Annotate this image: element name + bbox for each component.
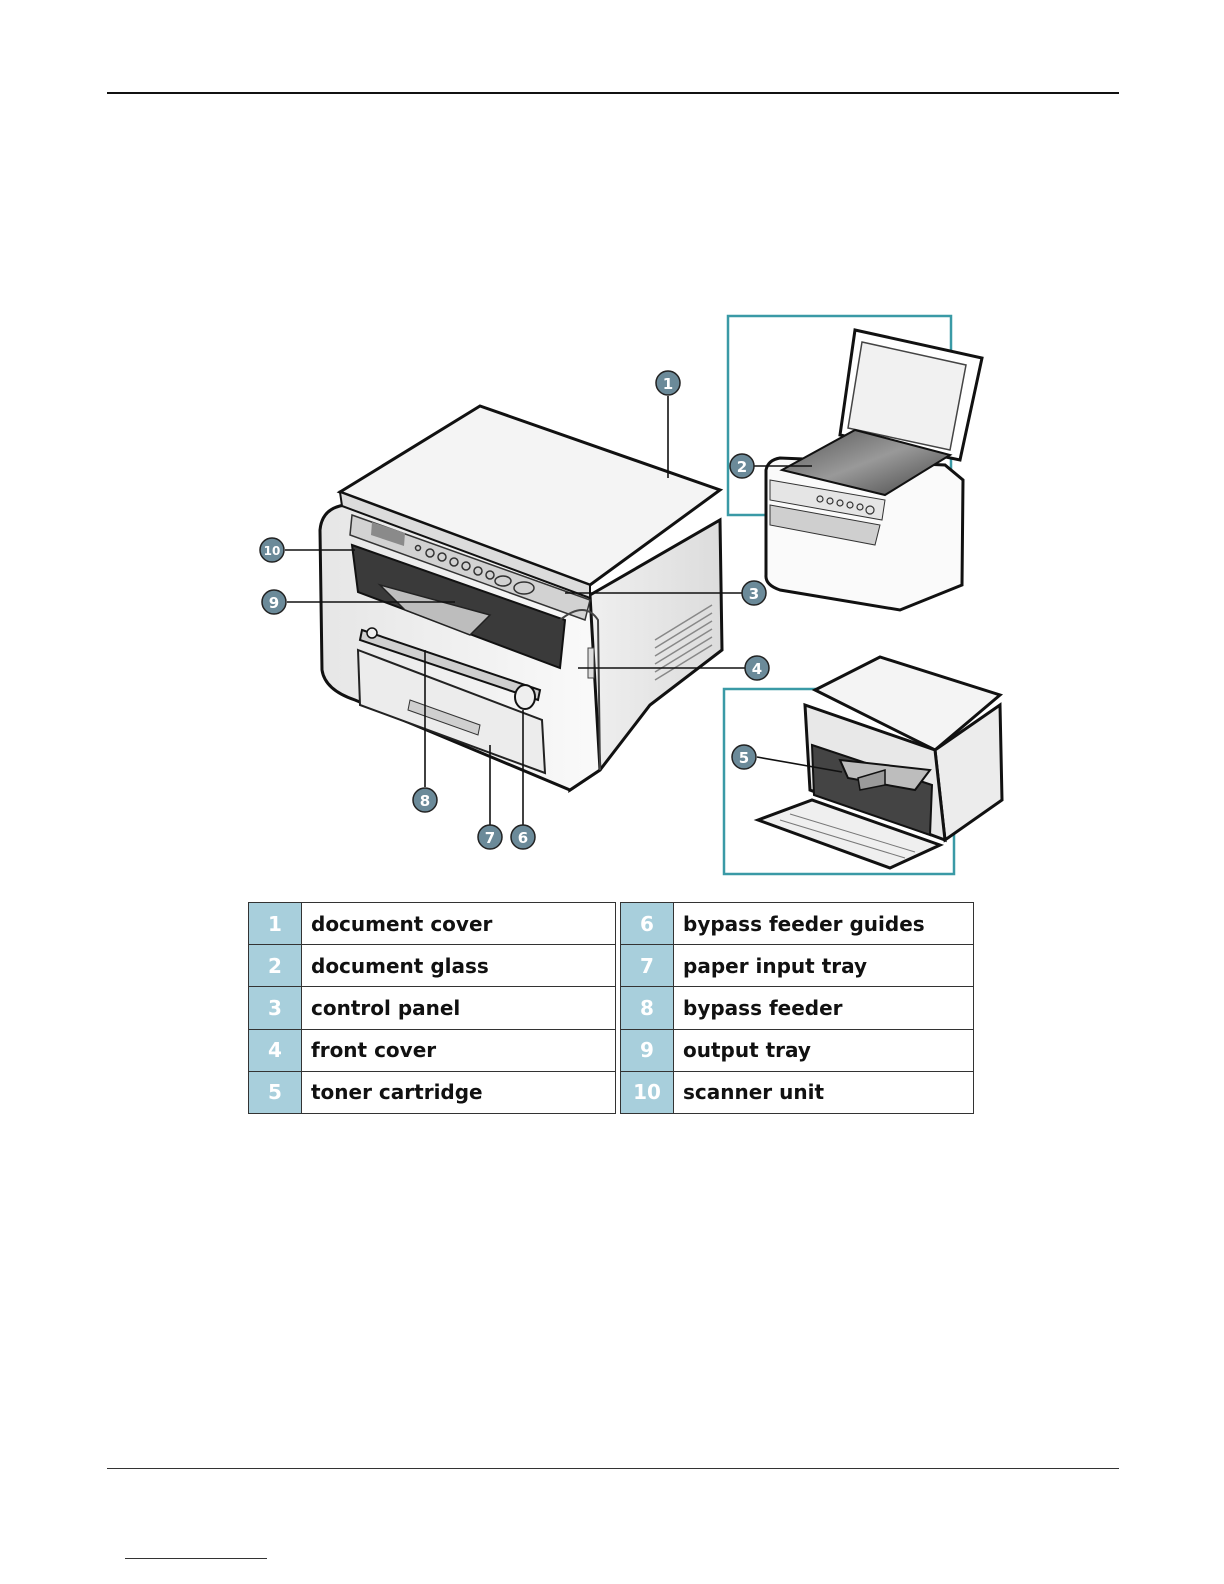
callout-10: 10 xyxy=(260,538,284,562)
table-row: 1 document cover 6 bypass feeder guides xyxy=(249,903,974,945)
part-label: document glass xyxy=(302,945,616,987)
callout-1: 1 xyxy=(656,371,680,395)
callout-4: 4 xyxy=(745,656,769,680)
printer-illustration: 1 2 3 4 5 6 7 8 9 10 xyxy=(240,300,1020,890)
part-number: 5 xyxy=(249,1071,302,1113)
svg-text:2: 2 xyxy=(737,458,747,476)
table-row: 5 toner cartridge 10 scanner unit xyxy=(249,1071,974,1113)
svg-text:6: 6 xyxy=(518,829,528,847)
inset-front-open xyxy=(724,657,1002,874)
part-label: toner cartridge xyxy=(302,1071,616,1113)
svg-text:5: 5 xyxy=(739,749,749,767)
callout-5: 5 xyxy=(732,745,756,769)
part-number: 4 xyxy=(249,1029,302,1071)
main-printer xyxy=(320,406,722,790)
part-number: 1 xyxy=(249,903,302,945)
part-number: 9 xyxy=(621,1029,674,1071)
part-label: control panel xyxy=(302,987,616,1029)
part-number: 7 xyxy=(621,945,674,987)
part-label: document cover xyxy=(302,903,616,945)
svg-text:4: 4 xyxy=(752,660,762,678)
svg-text:3: 3 xyxy=(749,585,759,603)
footnote-separator xyxy=(125,1558,267,1559)
part-label: scanner unit xyxy=(674,1071,974,1113)
svg-text:9: 9 xyxy=(269,594,279,612)
callout-3: 3 xyxy=(742,581,766,605)
footer-rule xyxy=(107,1468,1119,1469)
callout-9: 9 xyxy=(262,590,286,614)
svg-text:10: 10 xyxy=(264,544,281,558)
table-row: 3 control panel 8 bypass feeder xyxy=(249,987,974,1029)
part-label: bypass feeder guides xyxy=(674,903,974,945)
part-number: 6 xyxy=(621,903,674,945)
callout-6: 6 xyxy=(511,825,535,849)
svg-text:7: 7 xyxy=(485,829,495,847)
svg-text:1: 1 xyxy=(663,375,673,393)
callout-2: 2 xyxy=(730,454,754,478)
part-number: 10 xyxy=(621,1071,674,1113)
table-row: 2 document glass 7 paper input tray xyxy=(249,945,974,987)
callout-8: 8 xyxy=(413,788,437,812)
part-label: front cover xyxy=(302,1029,616,1071)
part-number: 8 xyxy=(621,987,674,1029)
header-rule xyxy=(107,92,1119,94)
svg-text:8: 8 xyxy=(420,792,430,810)
part-label: output tray xyxy=(674,1029,974,1071)
part-number: 2 xyxy=(249,945,302,987)
table-row: 4 front cover 9 output tray xyxy=(249,1029,974,1071)
parts-legend-table: 1 document cover 6 bypass feeder guides … xyxy=(248,902,974,1114)
callout-7: 7 xyxy=(478,825,502,849)
part-label: paper input tray xyxy=(674,945,974,987)
part-label: bypass feeder xyxy=(674,987,974,1029)
part-number: 3 xyxy=(249,987,302,1029)
inset-scanner-open xyxy=(728,316,982,610)
